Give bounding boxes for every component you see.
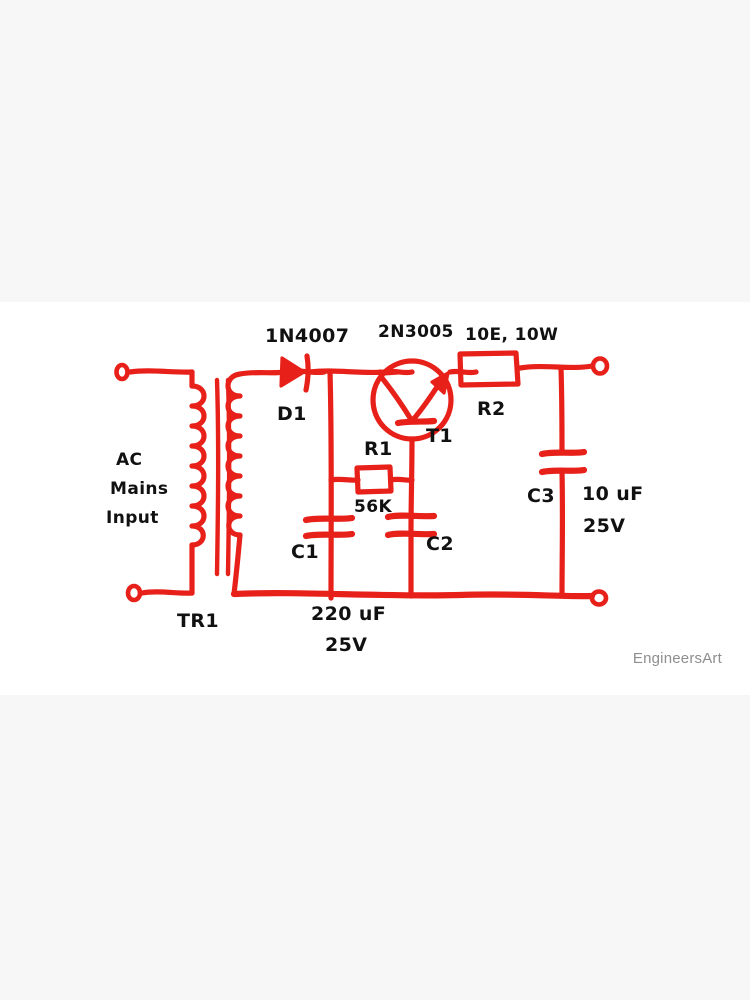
label-2n3005: 2N3005 xyxy=(378,322,454,342)
capacitor-c1 xyxy=(302,514,356,540)
label-bulk-cap-value-1: 220 uF xyxy=(311,603,386,625)
label-c3: C3 xyxy=(527,485,555,507)
diode-d1 xyxy=(279,353,311,393)
label-c3-value-2: 25V xyxy=(583,515,625,537)
wire-diode-to-node-a xyxy=(307,368,389,376)
label-r2: R2 xyxy=(477,398,506,420)
ground-rail xyxy=(230,590,596,600)
schematic-drawing: AC Mains Input TR1 1N4007 D1 2N3005 T1 1… xyxy=(106,322,644,656)
input-terminal-top xyxy=(114,362,195,382)
label-r1-value: 56K xyxy=(354,497,392,517)
label-c2: C2 xyxy=(426,533,454,555)
label-t1: T1 xyxy=(426,425,453,447)
output-terminal-positive xyxy=(590,356,610,376)
label-1n4007: 1N4007 xyxy=(265,325,349,347)
label-tr1: TR1 xyxy=(177,610,219,632)
label-input: Input xyxy=(106,508,159,528)
transformer-tr1 xyxy=(189,369,289,597)
transistor-t1 xyxy=(370,358,454,535)
label-c1: C1 xyxy=(291,541,319,563)
label-10e-10w: 10E, 10W xyxy=(465,325,558,345)
label-mains: Mains xyxy=(110,479,168,499)
label-r1: R1 xyxy=(364,438,393,460)
wire-r2-to-output xyxy=(517,363,595,371)
input-terminal-bottom xyxy=(125,583,195,603)
label-bulk-cap-value-2: 25V xyxy=(325,634,367,656)
resistor-r2 xyxy=(457,350,521,388)
label-ac: AC xyxy=(116,450,142,470)
wire-node-a-drop xyxy=(327,369,334,601)
label-d1: D1 xyxy=(277,403,307,425)
label-c3-value-1: 10 uF xyxy=(582,483,644,505)
capacitor-c2 xyxy=(384,512,438,599)
resistor-r1 xyxy=(328,464,415,495)
schematic-sheet: AC Mains Input TR1 1N4007 D1 2N3005 T1 1… xyxy=(0,302,750,695)
wire-transistor-to-r2 xyxy=(447,368,479,376)
capacitor-c3 xyxy=(538,365,588,598)
watermark-text: EngineersArt xyxy=(632,650,722,667)
